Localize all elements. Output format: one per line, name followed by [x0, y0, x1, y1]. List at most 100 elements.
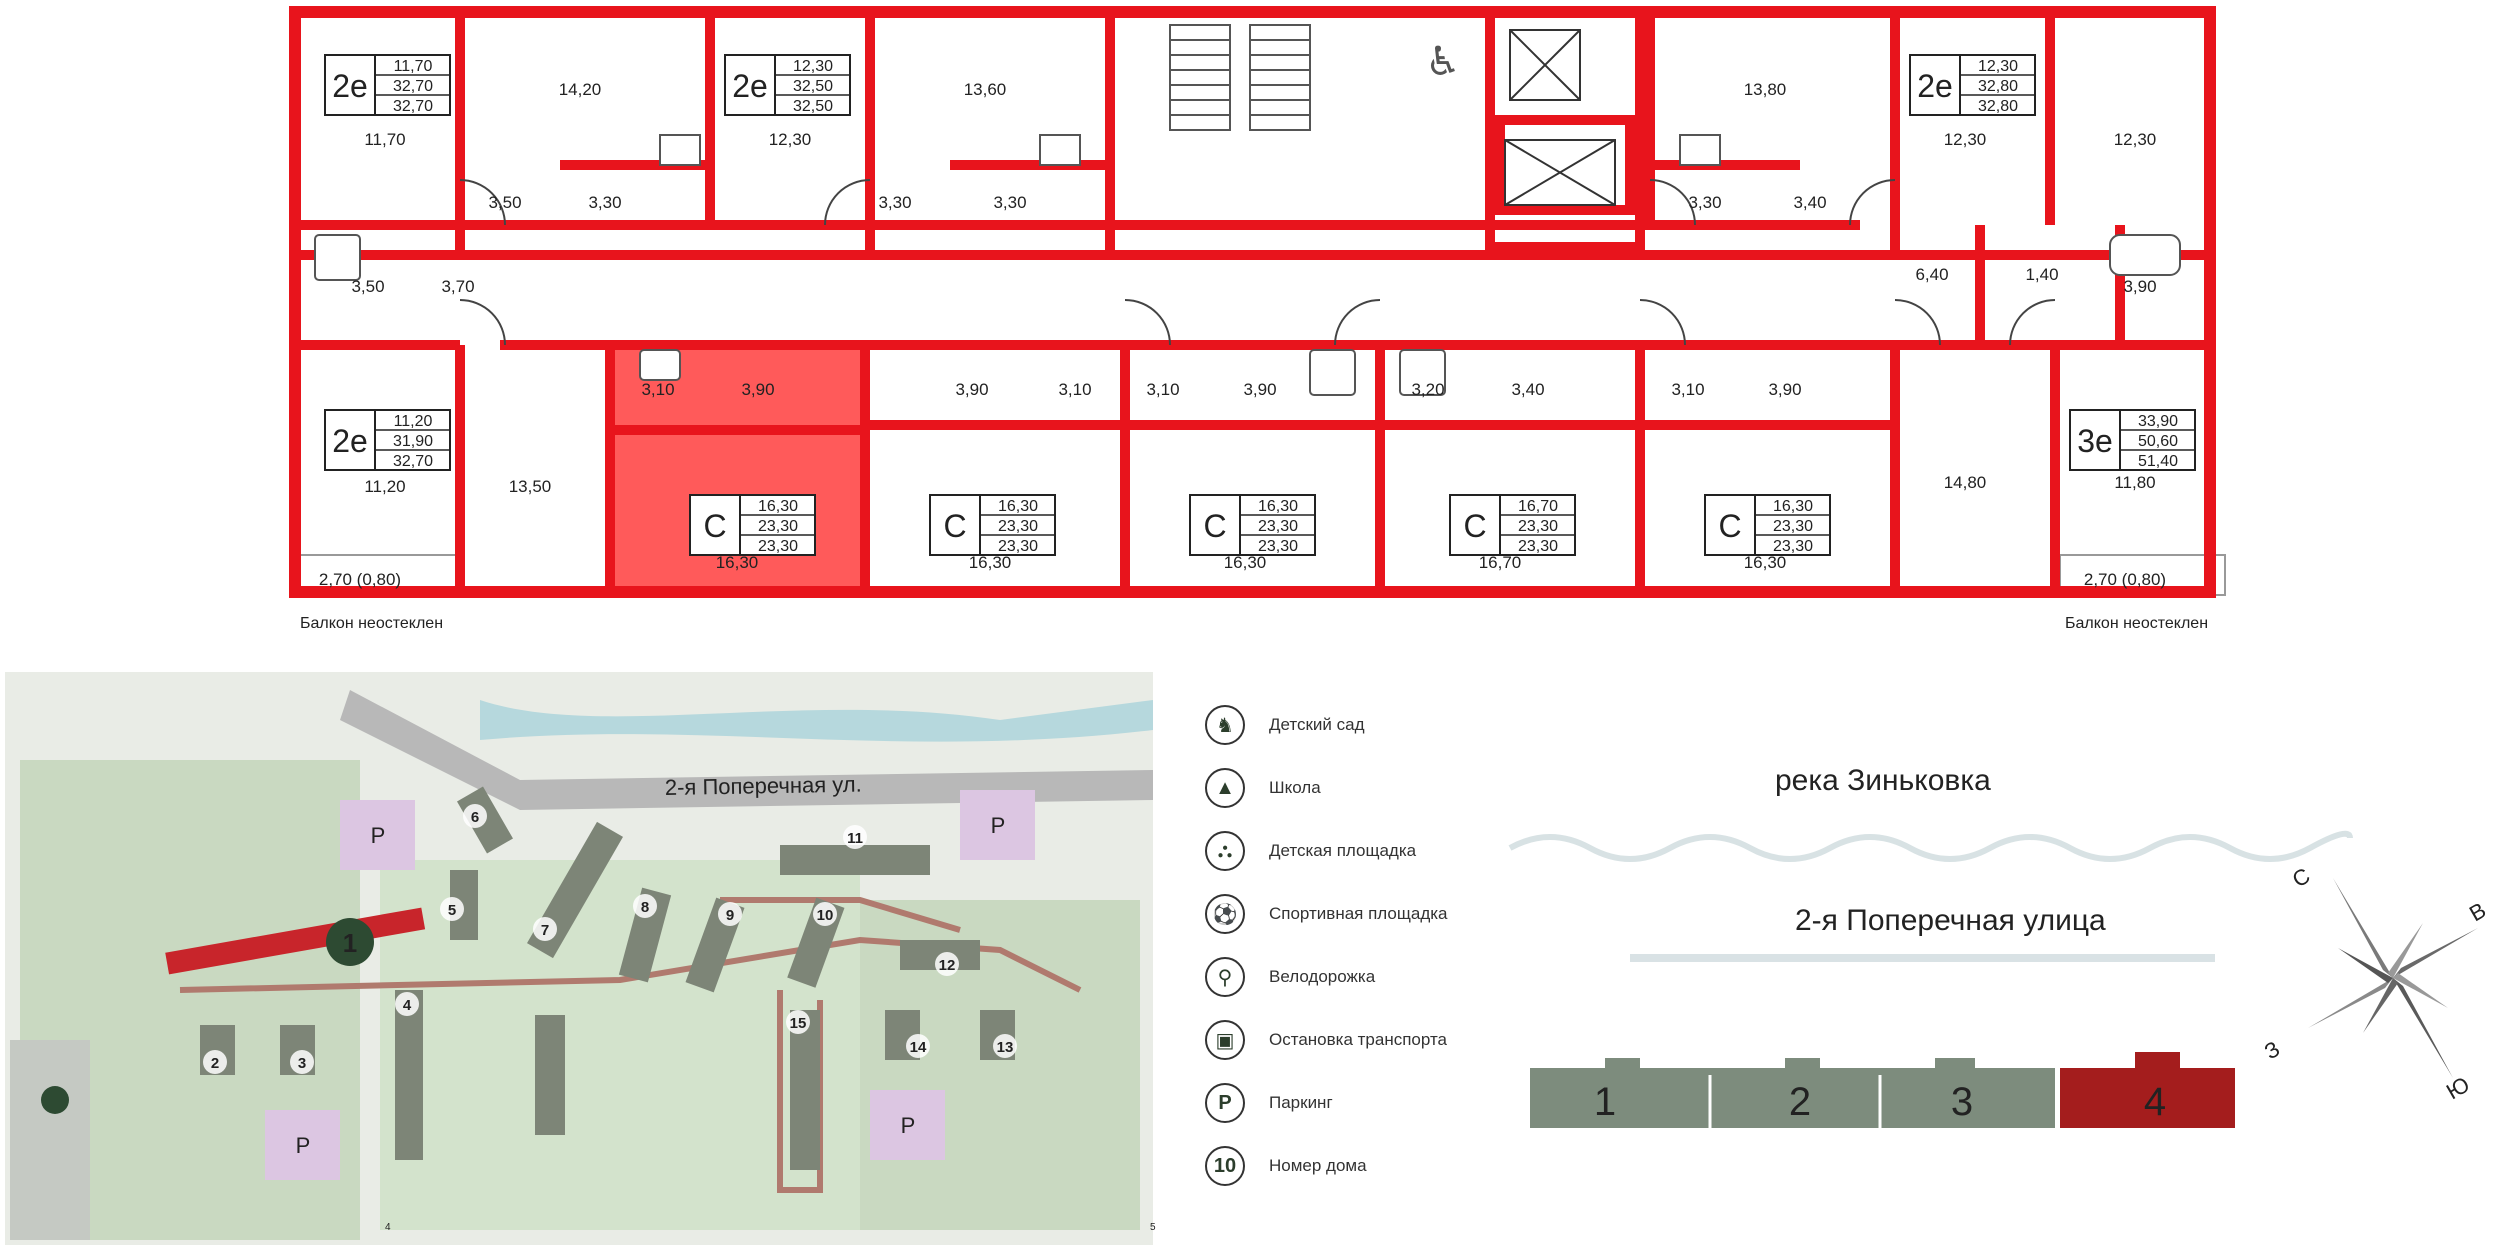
parking-map-icon: P — [371, 823, 386, 848]
building-number-marker[interactable] — [935, 952, 959, 976]
floor-plan: ♿ 2е11,7032,7032,702е12,3032,5032,502е12… — [289, 6, 2226, 632]
section-4[interactable]: 4 — [2144, 1080, 2166, 1124]
apartment-type: 2е — [732, 68, 768, 104]
apartment-type: 2е — [1917, 68, 1953, 104]
apartment-area: 32,50 — [793, 78, 833, 95]
room-area-label: 11,80 — [2114, 473, 2155, 492]
room-area-label: 2,70 (0,80) — [2084, 570, 2166, 589]
apartment-area: 12,30 — [1978, 58, 2018, 75]
building-number: 5 — [448, 902, 456, 919]
apartment-type: 2е — [332, 68, 368, 104]
parking-icon: P — [1205, 1083, 1245, 1123]
building-number-marker[interactable] — [906, 1034, 930, 1058]
house-number-icon: 10 — [1205, 1146, 1245, 1186]
room-area-label: 11,20 — [364, 477, 405, 496]
building-number-marker[interactable] — [993, 1034, 1017, 1058]
apartment-area: 23,30 — [1773, 538, 1813, 555]
section-1[interactable]: 1 — [1594, 1080, 1616, 1124]
parking-map-icon: P — [296, 1133, 311, 1158]
legend-label: Спортивная площадка — [1269, 904, 1448, 923]
building-number: 3 — [298, 1055, 306, 1072]
building-1-number: 1 — [343, 928, 357, 958]
building-1-marker[interactable] — [326, 918, 374, 966]
room-area-label: 13,60 — [964, 80, 1007, 99]
rocking-horse-icon: ♞ — [1205, 705, 1245, 745]
building-number-marker[interactable] — [533, 917, 557, 941]
room-area-label: 3,30 — [1688, 193, 1721, 212]
room-area-label: 3,90 — [1768, 380, 1801, 399]
room-area-label: 14,20 — [559, 80, 602, 99]
apartment-area: 23,30 — [1773, 518, 1813, 535]
building-number-marker[interactable] — [813, 902, 837, 926]
building-number-marker[interactable] — [203, 1050, 227, 1074]
apartment-area: 32,70 — [393, 78, 433, 95]
legend-item: ♞ Детский сад — [1205, 700, 1365, 750]
building-number: 12 — [939, 957, 956, 974]
parking-map-icon: P — [901, 1113, 916, 1138]
building-number: 6 — [471, 809, 479, 826]
section-3[interactable]: 3 — [1951, 1080, 1973, 1124]
apartment-type: С — [1718, 508, 1741, 544]
building-number-marker[interactable] — [290, 1050, 314, 1074]
legend-label: Паркинг — [1269, 1093, 1333, 1112]
room-area-label: 3,70 — [441, 277, 474, 296]
building-number-marker[interactable] — [718, 902, 742, 926]
room-area-label: 3,90 — [2123, 277, 2156, 296]
apartment-area: 32,70 — [393, 453, 433, 470]
building-number-marker[interactable] — [440, 897, 464, 921]
building-number-marker[interactable] — [843, 825, 867, 849]
room-area-label: 3,50 — [488, 193, 521, 212]
room-area-label: 6,40 — [1915, 265, 1948, 284]
apartment-area: 23,30 — [998, 538, 1038, 555]
scale-mark-5: 5 — [1150, 1222, 1156, 1233]
bus-icon: ▣ — [1205, 1020, 1245, 1060]
room-area-label: 3,20 — [1411, 380, 1444, 399]
legend-item: ▲Школа — [1205, 763, 1321, 813]
section-2[interactable]: 2 — [1789, 1080, 1811, 1124]
active-section[interactable] — [2060, 1052, 2235, 1128]
sections-row: 1 2 3 4 — [1530, 1052, 2235, 1128]
apartment-type: 2е — [332, 423, 368, 459]
building-number-marker[interactable] — [395, 992, 419, 1016]
building-number: 11 — [847, 830, 863, 847]
apartment-area: 16,70 — [1518, 498, 1558, 515]
site-street-label: 2-я Поперечная ул. — [665, 772, 862, 800]
apartment-type: С — [1463, 508, 1486, 544]
legend-label: Детская площадка — [1269, 841, 1417, 860]
room-area-label: 3,40 — [1793, 193, 1826, 212]
apartment-area: 50,60 — [2138, 433, 2178, 450]
balcony-label-left: Балкон неостеклен — [300, 615, 443, 632]
legend-label: Школа — [1269, 778, 1321, 797]
room-area-label: 3,30 — [878, 193, 911, 212]
apartment-area: 23,30 — [1518, 518, 1558, 535]
building-number-marker[interactable] — [463, 804, 487, 828]
legend-label: Детский сад — [1269, 715, 1365, 734]
room-area-label: 16,30 — [969, 553, 1012, 572]
river-label: река Зиньковка — [1775, 764, 1991, 797]
room-area-label: 13,50 — [509, 477, 552, 496]
building-number-marker[interactable] — [633, 894, 657, 918]
apartment-type: С — [1203, 508, 1226, 544]
room-area-label: 2,70 (0,80) — [319, 570, 401, 589]
room-area-label: 1,40 — [2025, 265, 2058, 284]
building-number-marker[interactable] — [786, 1010, 810, 1034]
room-area-label: 3,10 — [641, 380, 674, 399]
room-area-label: 11,70 — [364, 130, 405, 149]
building-number: 13 — [997, 1039, 1014, 1056]
room-area-label: 16,30 — [1744, 553, 1787, 572]
building-number: 4 — [403, 997, 412, 1014]
apartment-area: 12,30 — [793, 58, 833, 75]
room-area-label: 3,90 — [1243, 380, 1276, 399]
